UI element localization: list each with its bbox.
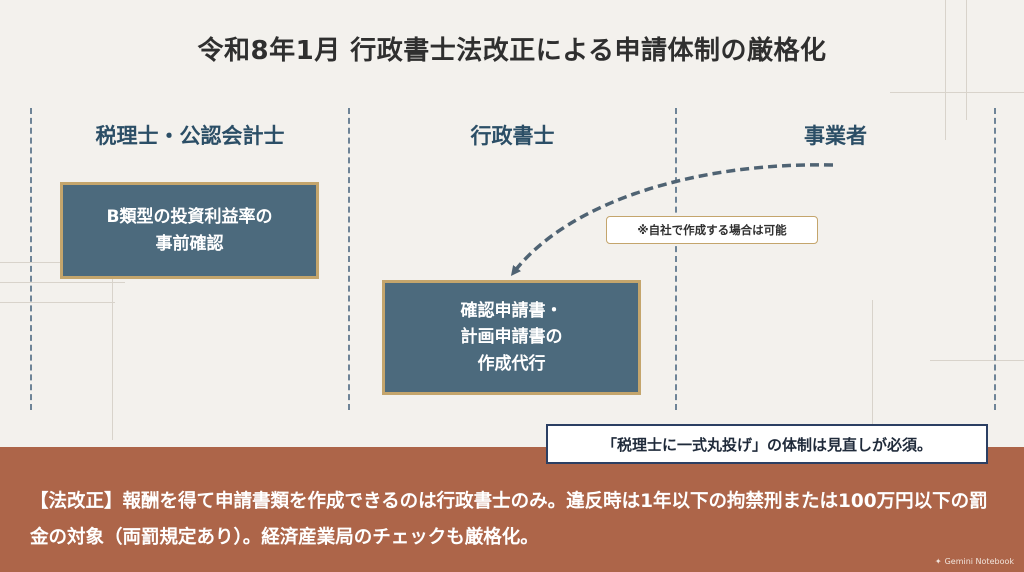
decorative-line bbox=[930, 360, 1024, 361]
scrivener-task-box: 確認申請書・ 計画申請書の 作成代行 bbox=[382, 280, 641, 395]
watermark-label: Gemini Notebook bbox=[944, 557, 1014, 566]
page-title: 令和8年1月 行政書士法改正による申請体制の厳格化 bbox=[197, 36, 827, 66]
law-revision-text: 【法改正】報酬を得て申請書類を作成できるのは行政書士のみ。違反時は1年以下の拘禁… bbox=[30, 491, 988, 548]
decorative-line bbox=[966, 0, 967, 120]
warning-callout: 「税理士に一式丸投げ」の体制は見直しが必須。 bbox=[546, 424, 988, 464]
watermark: ✦ Gemini Notebook bbox=[935, 557, 1014, 566]
law-revision-band bbox=[0, 447, 1024, 572]
column-divider bbox=[30, 108, 32, 410]
decorative-line bbox=[112, 240, 113, 440]
notebook-icon: ✦ bbox=[934, 557, 942, 566]
tax-accountant-task-box: B類型の投資利益率の 事前確認 bbox=[60, 182, 319, 279]
column-heading-administrative-scrivener: 行政書士 bbox=[470, 124, 555, 148]
self-preparation-note: ※自社で作成する場合は可能 bbox=[606, 216, 818, 244]
decorative-line bbox=[0, 302, 115, 303]
column-divider bbox=[675, 108, 677, 410]
decorative-line bbox=[872, 300, 873, 445]
column-divider bbox=[348, 108, 350, 410]
column-divider bbox=[994, 108, 996, 410]
column-heading-business-operator: 事業者 bbox=[804, 124, 867, 148]
decorative-line bbox=[0, 282, 125, 283]
decorative-line bbox=[890, 92, 1024, 93]
column-heading-tax-accountant: 税理士・公認会計士 bbox=[95, 124, 285, 148]
decorative-line bbox=[945, 0, 946, 140]
